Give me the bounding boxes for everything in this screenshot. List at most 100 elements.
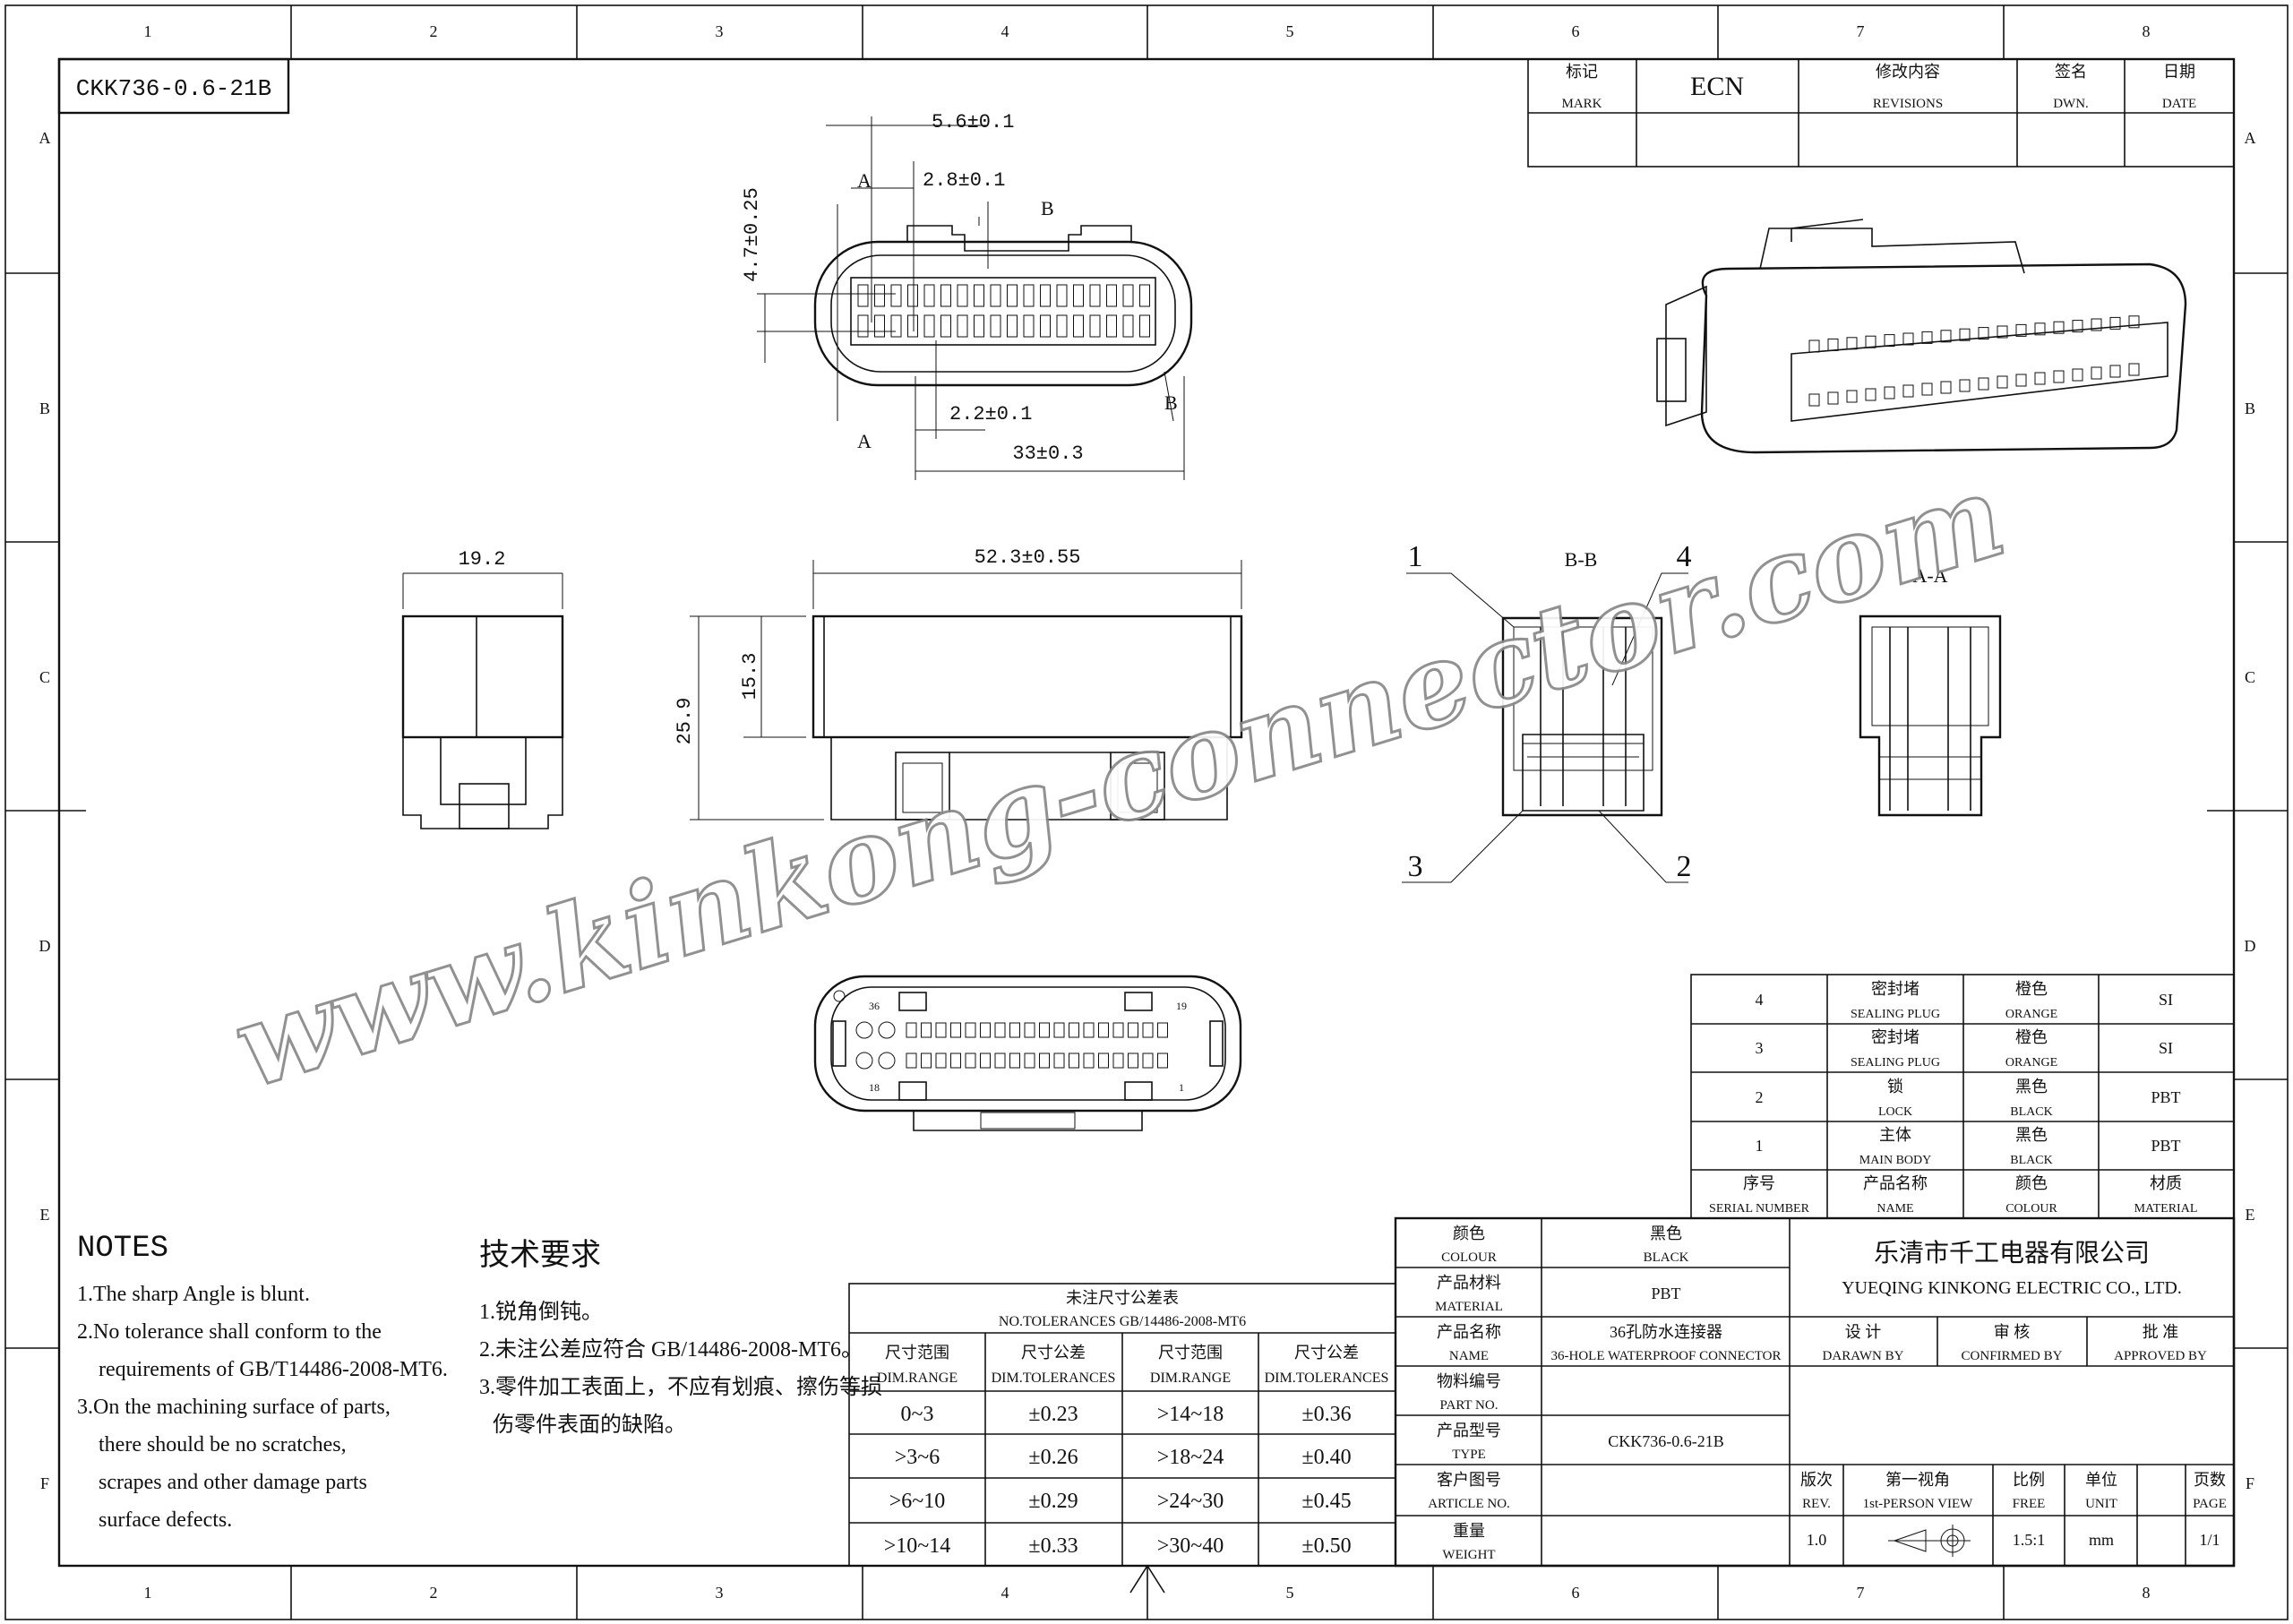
bom-row2-name-cn: 锁 (1887, 1078, 1903, 1096)
tb-weight-cn: 重量 (1453, 1522, 1485, 1540)
dim-19-2: 19.2 (459, 548, 506, 571)
revision-block: 标记 MARK ECN 修改内容 REVISIONS 签名 DWN. 日期 DA… (1527, 58, 2235, 168)
bom-row3-name-cn: 密封堵 (1871, 1028, 1919, 1046)
iso-pin (1902, 332, 1914, 346)
iso-pin (1808, 339, 1820, 353)
bom-row2-name-en: LOCK (1878, 1105, 1912, 1119)
column-label: 1 (144, 22, 152, 40)
column-label: 7 (1857, 22, 1865, 40)
tb-page-val: 1/1 (2199, 1531, 2220, 1549)
tb-view-cn: 第一视角 (1885, 1471, 1950, 1489)
tb-colour-val-en: BLACK (1644, 1250, 1689, 1265)
rev-revisions-en: REVISIONS (1873, 97, 1943, 111)
tol-cell: >10~14 (884, 1534, 951, 1558)
iso-pin (1846, 337, 1858, 350)
rear-cavity (906, 1053, 917, 1069)
iso-pin (1959, 379, 1971, 392)
front-view (813, 225, 1193, 387)
tol-cell: ±0.36 (1301, 1403, 1351, 1426)
rear-cavity (1128, 1022, 1138, 1038)
front-pin-cavity (1106, 284, 1117, 307)
section-mark-a-top: A (857, 169, 872, 192)
front-view-dimensions: 2.8±0.1 5.6±0.1 B A A B 4.7±0.25 2.2±0.1… (741, 111, 1185, 480)
tol-cell: >18~24 (1157, 1446, 1224, 1469)
tb-type-en: TYPE (1452, 1448, 1486, 1462)
column-label: 1 (144, 1584, 152, 1602)
column-label: 7 (1857, 1584, 1865, 1602)
dim-33: 33±0.3 (1012, 443, 1083, 465)
iso-pin (1959, 328, 1971, 341)
tb-article-en: ARTICLE NO. (1428, 1497, 1510, 1511)
dim-5-6: 5.6±0.1 (932, 111, 1014, 133)
tech-line: 1.锐角倒钝。 (479, 1300, 603, 1324)
bom-header-no-cn: 序号 (1743, 1174, 1775, 1192)
front-pin-cavity (990, 314, 1001, 338)
tol-header-cn: 尺寸公差 (1294, 1344, 1359, 1362)
iso-pin (1997, 325, 2008, 339)
rear-cavity-grid (855, 1021, 1168, 1070)
iso-pin (1827, 338, 1839, 351)
tb-material-val: PBT (1651, 1285, 1680, 1302)
front-pin-cavity (857, 314, 869, 338)
front-pin-cavity (907, 314, 918, 338)
tol-cell: ±0.26 (1028, 1446, 1078, 1469)
tb-design-cn: 设 计 (1845, 1323, 1882, 1341)
tb-confirm-en: CONFIRMED BY (1962, 1349, 2063, 1363)
dim-52-3: 52.3±0.55 (975, 546, 1081, 569)
section-mark-b-bottom: B (1164, 391, 1178, 414)
notes-line: there should be no scratches, (99, 1433, 347, 1456)
rear-cavity (935, 1022, 947, 1038)
iso-pin (1978, 377, 1989, 391)
tol-header-cn: 尺寸范围 (1158, 1344, 1223, 1362)
row-label: D (39, 937, 51, 955)
callout-2: 2 (1677, 850, 1692, 883)
bom-row2-colour-cn: 黑色 (2015, 1078, 2048, 1096)
iso-pin-rows (1808, 315, 2140, 407)
tol-header-en: DIM.TOLERANCES (1265, 1371, 1389, 1386)
notes-title: NOTES (77, 1232, 168, 1266)
front-pin-cavity (957, 314, 968, 338)
tol-cell: >30~40 (1157, 1534, 1224, 1558)
row-label: C (39, 668, 50, 686)
rear-cavity (994, 1053, 1006, 1069)
column-label: 3 (716, 1584, 724, 1602)
front-pin-cavity (874, 284, 885, 307)
tb-rev-val: 1.0 (1807, 1531, 1827, 1549)
iso-pin (2015, 323, 2027, 337)
part-code-box: CKK736-0.6-21B (57, 57, 290, 115)
tb-company-cn: 乐清市千工电器有限公司 (1874, 1239, 2150, 1267)
row-label: B (39, 400, 50, 417)
rear-cavity (1069, 1053, 1079, 1069)
rear-cavity (1098, 1053, 1109, 1069)
rear-cavity (965, 1022, 976, 1038)
bom-header-colour-en: COLOUR (2005, 1202, 2057, 1216)
row-label: A (2245, 129, 2256, 147)
tb-colour-en: COLOUR (1441, 1250, 1497, 1265)
section-bb-title: B-B (1565, 548, 1598, 571)
rear-cavity (906, 1022, 917, 1038)
row-label: E (40, 1206, 50, 1224)
rear-cavity (1039, 1053, 1050, 1069)
callout-4: 4 (1677, 540, 1692, 573)
tb-partno-en: PART NO. (1440, 1398, 1499, 1413)
rev-date-en: DATE (2162, 97, 2196, 111)
front-pin-cavity (974, 284, 984, 307)
front-pin-cavity (974, 314, 984, 338)
rear-cavity (1009, 1022, 1020, 1038)
tech-line: 3.零件加工表面上，不应有划痕、擦伤等损 (479, 1375, 882, 1399)
tb-name-val-en: 36-HOLE WATERPROOF CONNECTOR (1551, 1349, 1782, 1363)
iso-pin (2128, 315, 2140, 329)
bom-row1-name-en: MAIN BODY (1859, 1154, 1932, 1167)
bom-row3-material: SI (2159, 1039, 2173, 1057)
front-pin-cavity (1040, 314, 1051, 338)
section-a-a: A-A (1859, 564, 2002, 817)
rear-cavity (1083, 1022, 1095, 1038)
iso-pin (1940, 381, 1952, 394)
iso-pin (2091, 366, 2102, 380)
tb-name-en: NAME (1449, 1349, 1489, 1363)
rear-cavity (1053, 1022, 1065, 1038)
notes-line: 2.No tolerance shall conform to the (77, 1320, 382, 1344)
bom-row1-colour-cn: 黑色 (2015, 1126, 2048, 1144)
iso-pin (1921, 382, 1933, 396)
front-pin-cavity (857, 284, 869, 307)
